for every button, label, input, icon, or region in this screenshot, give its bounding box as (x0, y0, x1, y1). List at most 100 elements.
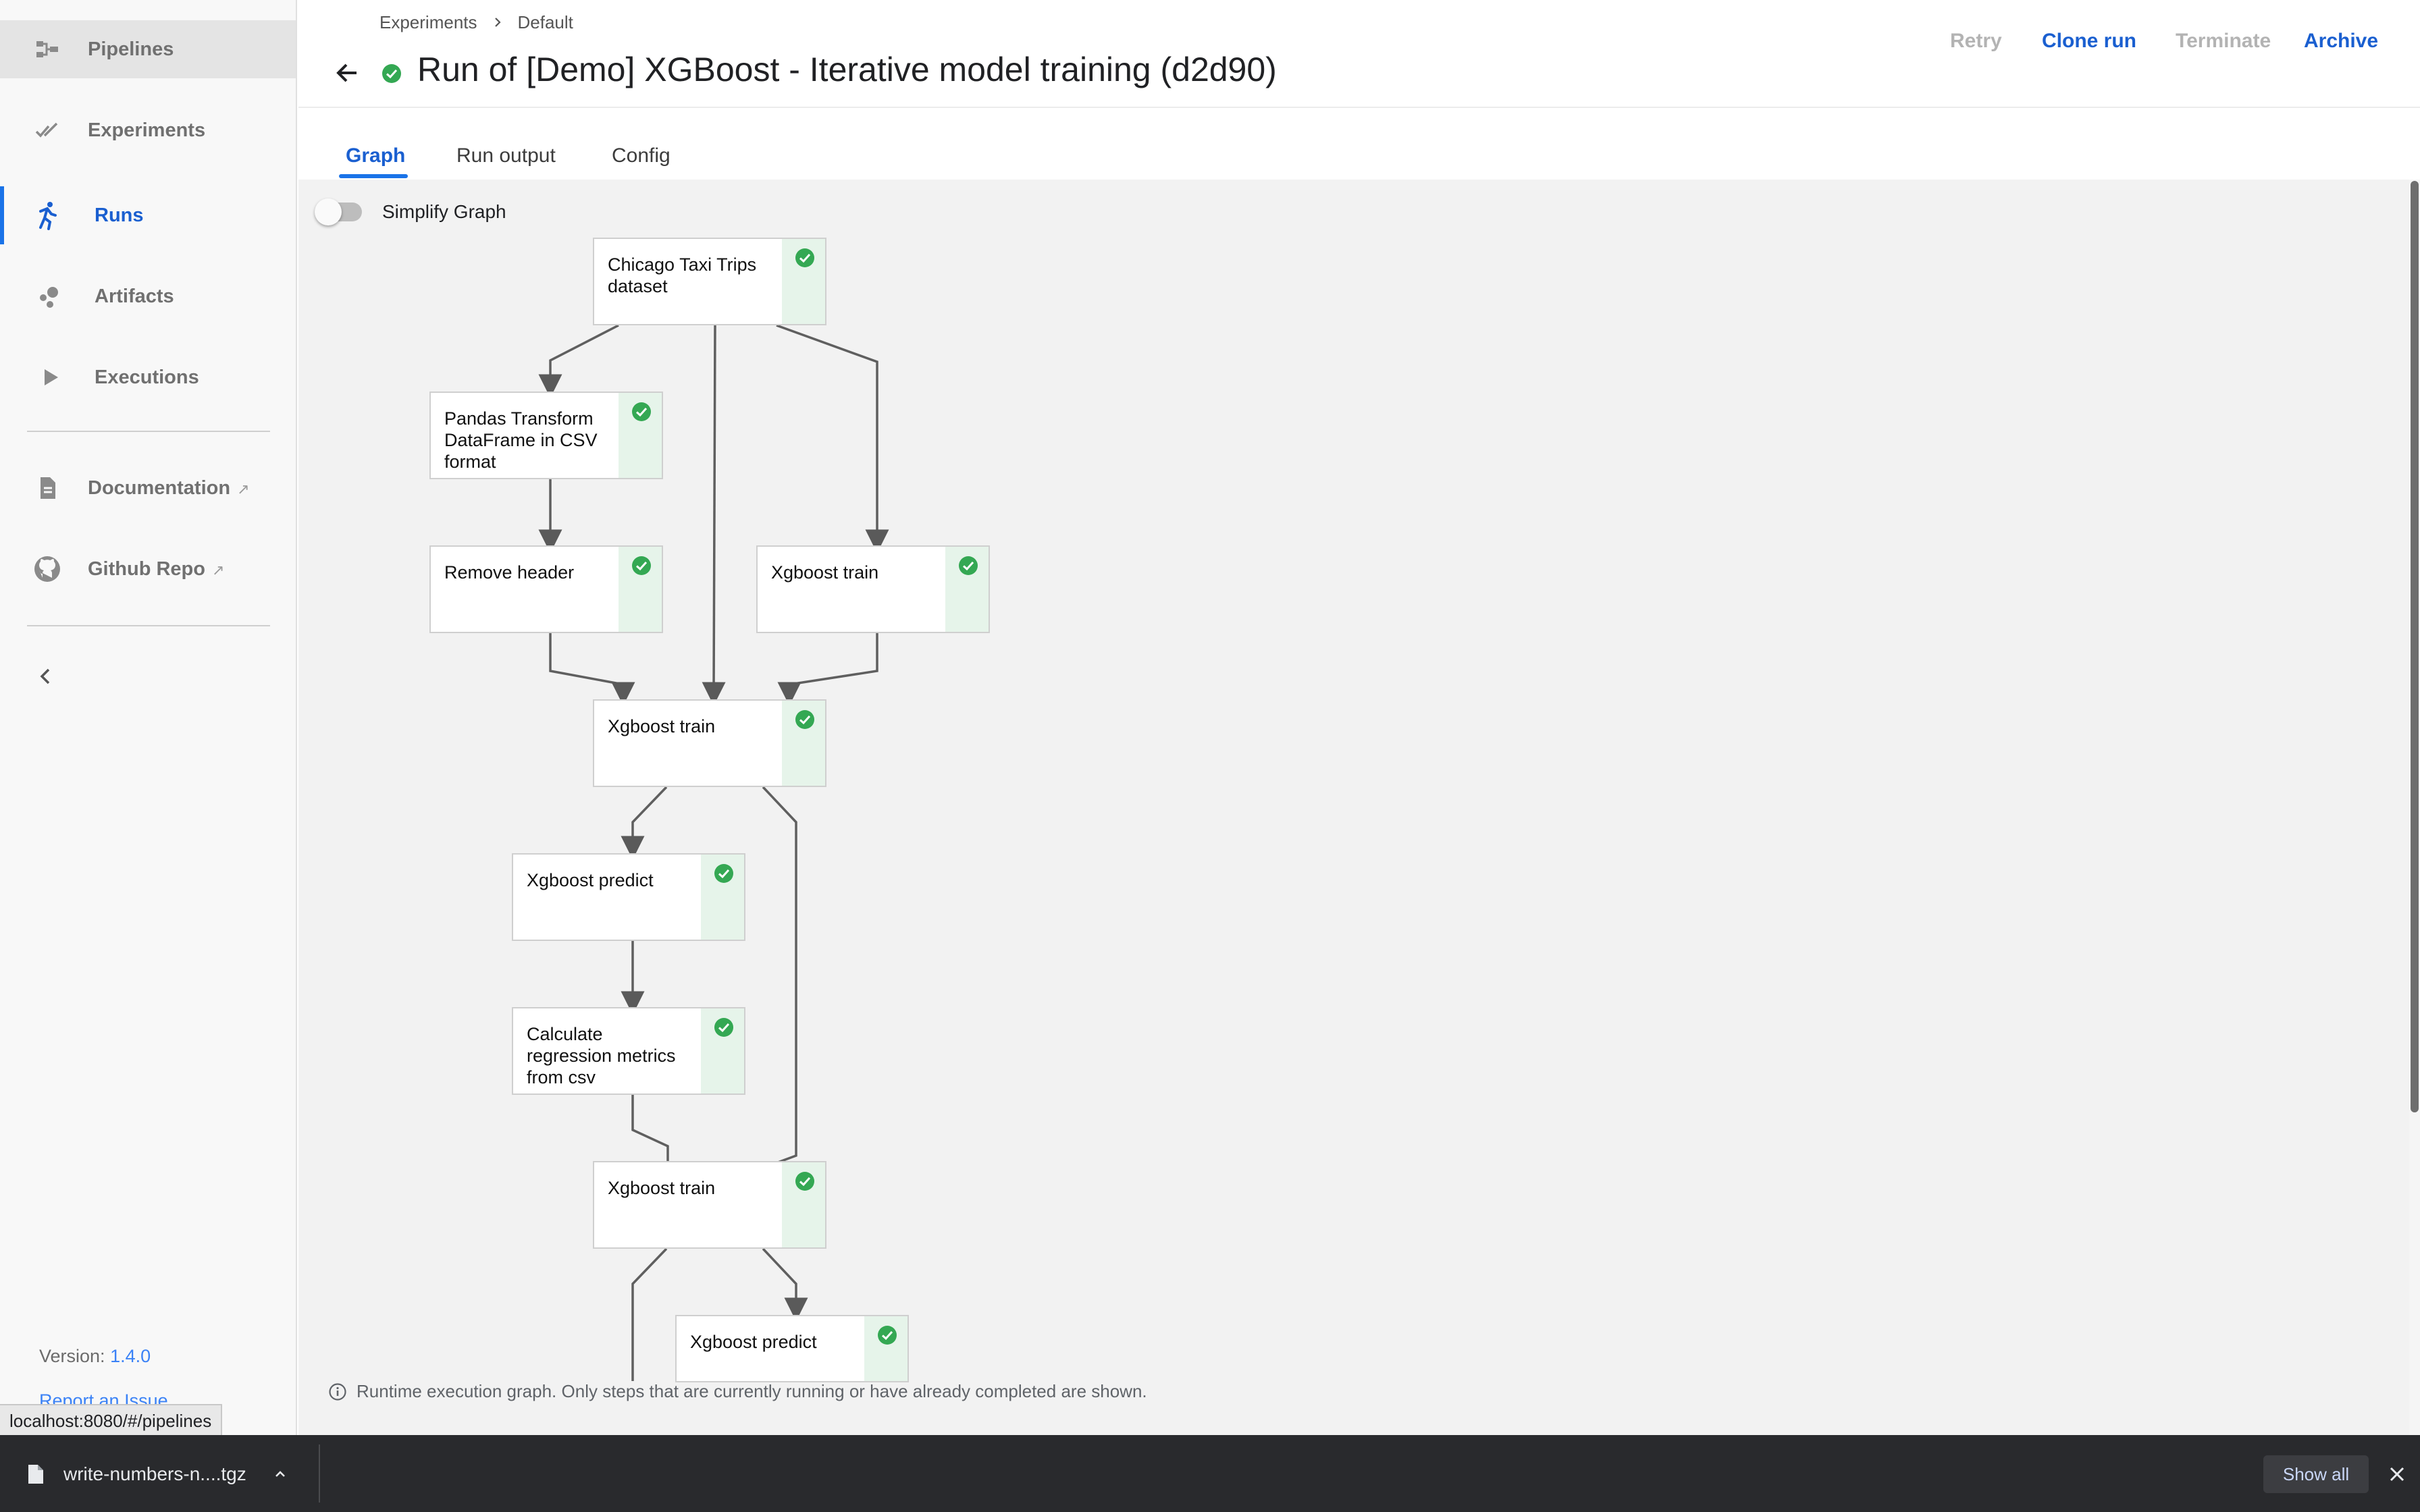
run-header: Experiments Default Run of [Demo] XGBoos… (298, 0, 2420, 108)
edge (631, 1095, 680, 1187)
document-icon (32, 473, 62, 503)
edge (777, 633, 878, 706)
retry-button[interactable]: Retry (1950, 30, 2002, 52)
collapse-sidebar-chevron-icon[interactable] (34, 664, 58, 688)
external-link-icon: ↗ (237, 480, 250, 497)
simplify-graph-label: Simplify Graph (382, 201, 506, 222)
edge (702, 325, 726, 706)
nav-label-executions: Executions (95, 366, 199, 388)
node-label: Xgboost train (771, 562, 879, 583)
external-link-icon: ↗ (211, 561, 225, 578)
node-xgboost-train[interactable]: Xgboost train (593, 699, 826, 787)
nav-item-artifacts[interactable]: Artifacts (0, 267, 296, 325)
graph-scrollbar-thumb[interactable] (2411, 181, 2419, 1112)
file-icon (28, 1465, 43, 1484)
executions-icon (36, 362, 66, 392)
node-remove-header[interactable]: Remove header (429, 545, 663, 633)
clone-run-button[interactable]: Clone run (2042, 30, 2136, 52)
tab-graph[interactable]: Graph (346, 144, 406, 167)
node-pandas-transform-dataframe[interactable]: Pandas Transform DataFrame in CSV format (429, 392, 663, 479)
github-icon (32, 554, 62, 584)
breadcrumb-separator-icon (492, 12, 503, 33)
node-label: Pandas Transform DataFrame in CSV format (444, 408, 598, 472)
edge (538, 324, 619, 398)
version-info: Version: 1.4.0 (39, 1346, 151, 1367)
node-calculate-regression-metrics[interactable]: Calculate regression metrics from csv (512, 1007, 745, 1095)
info-icon (329, 1382, 346, 1401)
pipelines-icon (32, 34, 62, 64)
nav-label-runs: Runs (95, 204, 144, 226)
nav-item-experiments[interactable]: Experiments (0, 101, 296, 159)
arrow-back-icon (336, 63, 357, 82)
check-circle-icon (795, 248, 814, 267)
page-title: Run of [Demo] XGBoost - Iterative model … (417, 51, 1277, 88)
download-item[interactable]: write-numbers-n....tgz (27, 1455, 288, 1493)
check-circle-icon (795, 710, 814, 729)
nav-label-artifacts: Artifacts (95, 285, 174, 307)
node-xgboost-predict[interactable]: Xgboost predict (512, 853, 745, 941)
node-xgboost-train[interactable]: Xgboost train (756, 545, 990, 633)
node-chicago-taxi-trips-dataset[interactable]: Chicago Taxi Trips dataset (593, 238, 826, 325)
nav-label-pipelines: Pipelines (88, 38, 174, 60)
nav-item-documentation[interactable]: Documentation ↗ (0, 459, 296, 517)
check-circle-icon (959, 556, 978, 575)
nav-item-github-repo[interactable]: Github Repo ↗ (0, 540, 296, 598)
check-circle-icon (714, 1018, 733, 1037)
node-xgboost-train[interactable]: Xgboost train (593, 1161, 826, 1249)
graph-canvas[interactable]: Simplify Graph Chicago Taxi Trips datase… (298, 180, 2409, 1435)
edge (631, 1247, 668, 1381)
terminate-button[interactable]: Terminate (2176, 30, 2271, 52)
node-label: Calculate regression metrics from csv (527, 1024, 676, 1087)
breadcrumb-experiments[interactable]: Experiments (379, 12, 477, 32)
check-circle-icon (632, 556, 651, 575)
version-label: Version: (39, 1346, 111, 1366)
nav-label-experiments: Experiments (88, 119, 206, 141)
experiments-icon (32, 115, 62, 145)
node-label: Chicago Taxi Trips dataset (608, 254, 757, 296)
tab-config[interactable]: Config (612, 144, 670, 167)
edge (621, 786, 668, 860)
graph-note-text: Runtime execution graph. Only steps that… (357, 1381, 1147, 1401)
node-xgboost-predict[interactable]: Xgboost predict (675, 1315, 909, 1382)
node-label: Xgboost train (608, 1178, 716, 1198)
node-label: Xgboost predict (527, 870, 654, 890)
download-filename: write-numbers-n....tgz (63, 1463, 246, 1484)
close-icon[interactable] (2385, 1462, 2409, 1486)
edge (549, 633, 635, 706)
archive-button[interactable]: Archive (2304, 30, 2379, 52)
node-label: Xgboost predict (690, 1332, 817, 1352)
run-tabs: Graph Run output Config (298, 108, 2420, 181)
node-label: Xgboost train (608, 716, 716, 736)
check-circle-icon (878, 1326, 897, 1345)
nav-item-runs[interactable]: Runs (0, 186, 296, 244)
node-label: Remove header (444, 562, 575, 583)
nav-label-documentation: Documentation ↗ (88, 477, 250, 500)
graph-info-note: Runtime execution graph. Only steps that… (328, 1381, 1147, 1402)
status-bar-url: localhost:8080/#/pipelines (0, 1404, 223, 1438)
edge (762, 1247, 808, 1322)
nav-item-pipelines[interactable]: Pipelines (0, 20, 296, 78)
breadcrumb-default[interactable]: Default (517, 12, 573, 32)
nav-label-github-repo: Github Repo ↗ (88, 558, 224, 580)
edge (747, 786, 797, 1187)
sidebar-divider (27, 431, 270, 432)
version-link[interactable]: 1.4.0 (110, 1346, 151, 1366)
github-repo-label: Github Repo (88, 558, 205, 580)
check-circle-icon (795, 1172, 814, 1191)
breadcrumb: Experiments Default (379, 12, 573, 33)
edge (776, 324, 889, 554)
run-status-success-icon (382, 64, 401, 83)
toggle-knob (315, 198, 342, 225)
show-all-button[interactable]: Show all (2263, 1455, 2369, 1493)
documentation-label: Documentation (88, 477, 231, 499)
toggle-switch[interactable] (315, 198, 362, 225)
check-circle-icon (714, 864, 733, 883)
download-bar: write-numbers-n....tgz Show all (0, 1435, 2420, 1512)
tab-run-output[interactable]: Run output (456, 144, 556, 167)
nav-item-executions[interactable]: Executions (0, 348, 296, 406)
sidebar-divider (27, 625, 270, 626)
back-button[interactable] (328, 54, 366, 92)
runs-icon (32, 200, 62, 230)
simplify-graph-toggle[interactable]: Simplify Graph (315, 198, 506, 225)
chevron-up-icon[interactable] (272, 1466, 288, 1482)
